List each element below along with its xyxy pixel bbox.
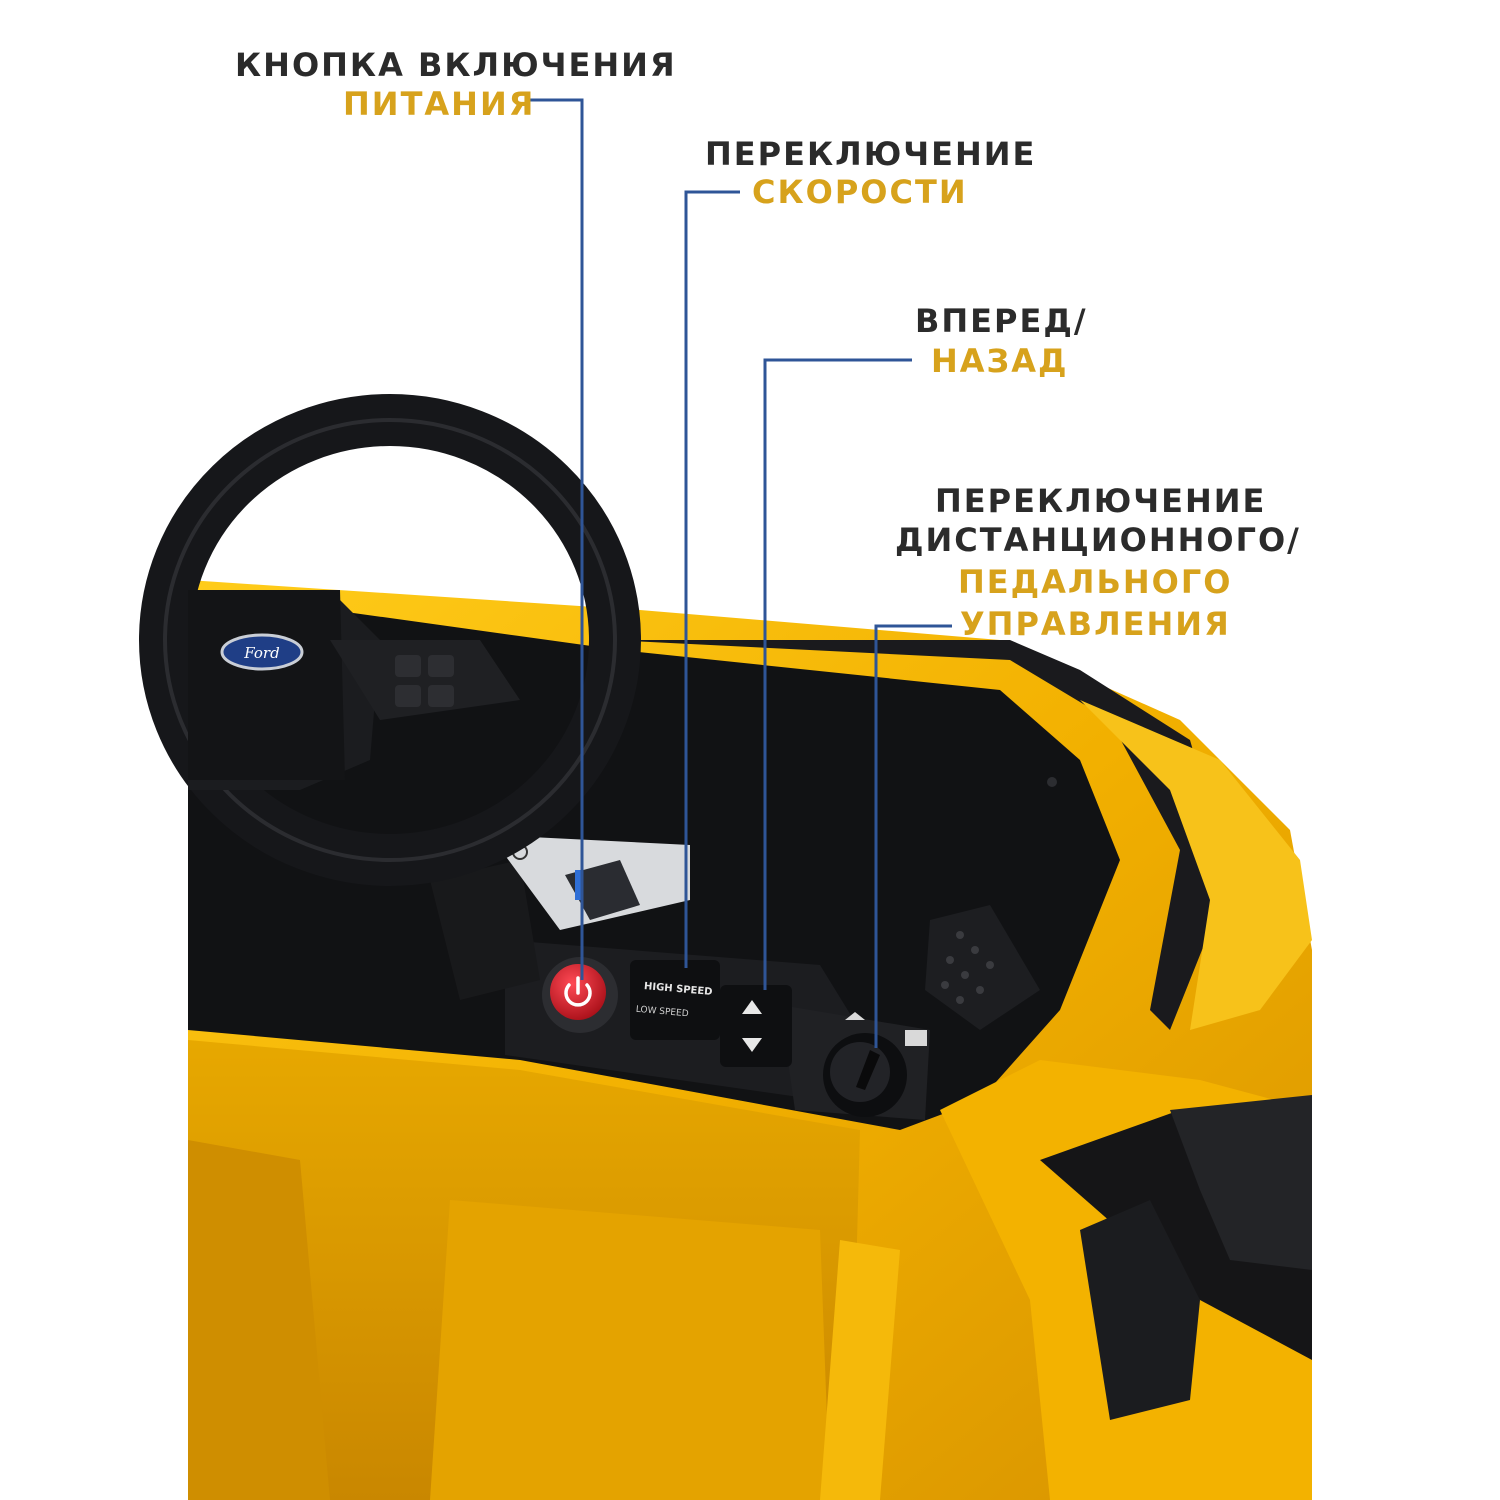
speed-label-line1: ПЕРЕКЛЮЧЕНИЕ (705, 135, 1037, 173)
speed-label-line2: СКОРОСТИ (752, 173, 968, 211)
mode-label-line2: ДИСТАНЦИОННОГО/ (895, 521, 1301, 559)
mode-label-line4: УПРАВЛЕНИЯ (960, 605, 1231, 643)
speed-connector (684, 190, 740, 968)
direction-connector (763, 358, 912, 990)
direction-label-line1: ВПЕРЕД/ (915, 302, 1088, 340)
svg-text:LOW SPEED: LOW SPEED (635, 1005, 689, 1020)
pedal (925, 905, 1040, 1030)
mode-connector (874, 624, 952, 1048)
power-label-line2: ПИТАНИЯ (343, 85, 536, 123)
ford-badge (220, 633, 304, 671)
speed-switch (630, 960, 720, 1040)
svg-text:Ford: Ford (243, 644, 279, 662)
power-connector (525, 98, 584, 980)
direction-switch (720, 985, 792, 1067)
direction-label-line2: НАЗАД (931, 342, 1069, 380)
mode-label-line1: ПЕРЕКЛЮЧЕНИЕ (935, 482, 1267, 520)
mode-label-line3: ПЕДАЛЬНОГО (958, 563, 1233, 601)
power-label-line1: КНОПКА ВКЛЮЧЕНИЯ (235, 46, 677, 84)
